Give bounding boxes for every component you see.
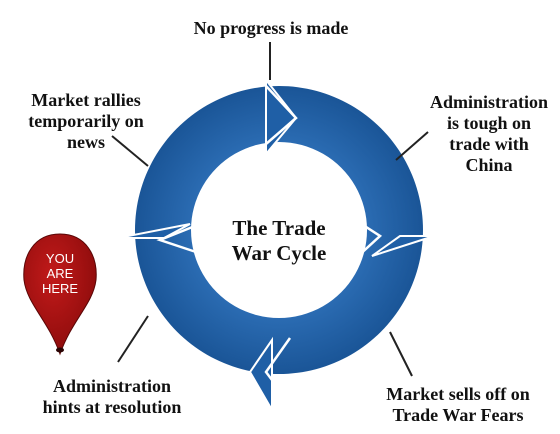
arrowhead-top xyxy=(265,77,298,157)
step-label-bottom-left: Administration hints at resolution xyxy=(42,376,182,417)
connector-lines xyxy=(111,42,429,377)
connector-top-left xyxy=(111,135,149,167)
step-label-bottom-right: Market sells off on Trade War Fears xyxy=(386,384,530,425)
you-are-here-marker xyxy=(23,233,97,356)
arrowhead-left xyxy=(117,223,191,239)
arrowhead-right xyxy=(371,235,435,257)
cycle-arrowheads xyxy=(117,77,435,414)
step-label-top-left: Market rallies temporarily on news xyxy=(28,90,144,152)
segment-dividers xyxy=(156,85,383,405)
step-label-right: Administration is tough on trade with Ch… xyxy=(429,92,548,175)
connector-bottom-right xyxy=(389,331,413,377)
step-label-top: No progress is made xyxy=(193,18,349,38)
pin-tip-shadow xyxy=(56,347,64,353)
cycle-ring xyxy=(134,86,423,374)
map-pin-icon xyxy=(23,233,97,356)
you-are-here-label: YOU ARE HERE xyxy=(41,251,79,296)
connector-right xyxy=(395,131,429,161)
connector-bottom-left xyxy=(117,315,149,363)
center-title: The Trade War Cycle xyxy=(231,216,327,265)
arrowhead-bottom xyxy=(248,336,273,414)
